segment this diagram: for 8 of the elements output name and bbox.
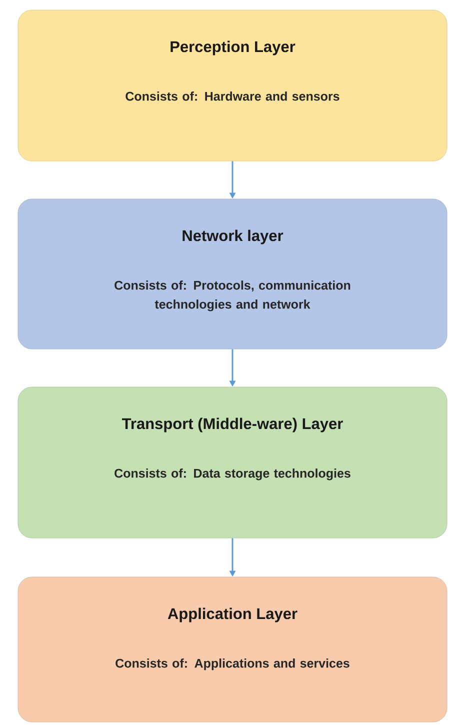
description-text: Consists of: Data storage technologies: [114, 468, 350, 480]
heading-text: Network layer: [182, 230, 284, 244]
description-text: Consists of: Protocols, communication technologies and network: [114, 280, 350, 312]
description-text: Consists of: Hardware and sensors: [126, 92, 340, 101]
heading-text: Perception Layer: [170, 40, 296, 56]
heading-text: Transport (Middle-ware) Layer: [122, 418, 343, 432]
description-text: Consists of: Applications and services: [116, 658, 350, 670]
heading-text: Application Layer: [168, 608, 298, 622]
